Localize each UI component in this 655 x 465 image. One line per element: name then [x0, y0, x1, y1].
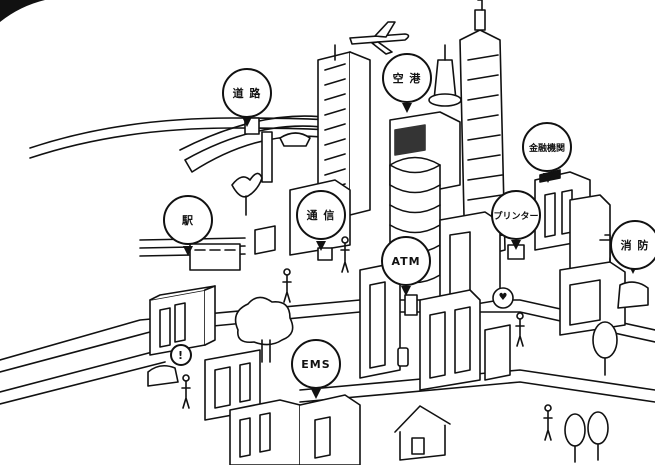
airplane	[349, 21, 410, 55]
printer-callout-tail	[511, 240, 521, 250]
ems-callout-tail	[311, 389, 321, 399]
heart-icon: ♥	[496, 290, 510, 304]
fire-label: 消 防	[620, 239, 650, 252]
ems-label: EMS	[301, 357, 331, 371]
server-rack	[254, 225, 276, 255]
road-callout: 道 路	[222, 68, 272, 118]
telecom-callout-tail	[316, 241, 326, 251]
car-on-highway	[279, 132, 311, 147]
tree-left	[234, 296, 294, 363]
trees-right	[564, 321, 618, 463]
station-callout-tail	[183, 246, 193, 256]
ems-factory	[229, 394, 361, 465]
road-callout-tail	[242, 117, 252, 127]
fire-truck	[617, 281, 649, 309]
corner-shape	[0, 0, 45, 22]
highway	[29, 115, 333, 183]
info-callout: !	[170, 344, 192, 366]
station-callout: 駅	[163, 195, 213, 245]
info-label: !	[177, 348, 185, 362]
printer-label: プリンター	[493, 211, 539, 222]
telecom-callout: 通 信	[296, 190, 346, 240]
heart-bubble	[492, 287, 514, 309]
printer-callout: プリンター	[491, 190, 541, 240]
bird	[231, 172, 263, 216]
heart-glyph: ♥	[498, 291, 508, 303]
fire-callout: 消 防	[610, 220, 655, 270]
finance-callout-tail	[543, 173, 553, 183]
atm-callout: ATM	[381, 236, 431, 286]
people	[181, 236, 553, 441]
road-label: 道 路	[232, 87, 262, 100]
telecom-label: 通 信	[306, 209, 336, 222]
fire-station	[559, 234, 649, 336]
house	[394, 405, 451, 461]
atm-label: ATM	[391, 254, 421, 268]
airport-callout-tail	[402, 103, 412, 113]
ems-callout: EMS	[291, 339, 341, 389]
small-car	[147, 364, 179, 387]
atm-machine	[404, 294, 418, 316]
devices	[254, 225, 525, 367]
low-buildings-left	[149, 285, 261, 421]
airport-label: 空 港	[392, 72, 422, 85]
finance-buildings	[534, 169, 611, 271]
smartphone	[397, 347, 409, 367]
airport-callout: 空 港	[382, 53, 432, 103]
atm-callout-tail	[401, 286, 411, 296]
finance-label: 金融機関	[528, 143, 565, 154]
station-label: 駅	[182, 214, 194, 227]
finance-callout: 金融機関	[522, 122, 572, 172]
